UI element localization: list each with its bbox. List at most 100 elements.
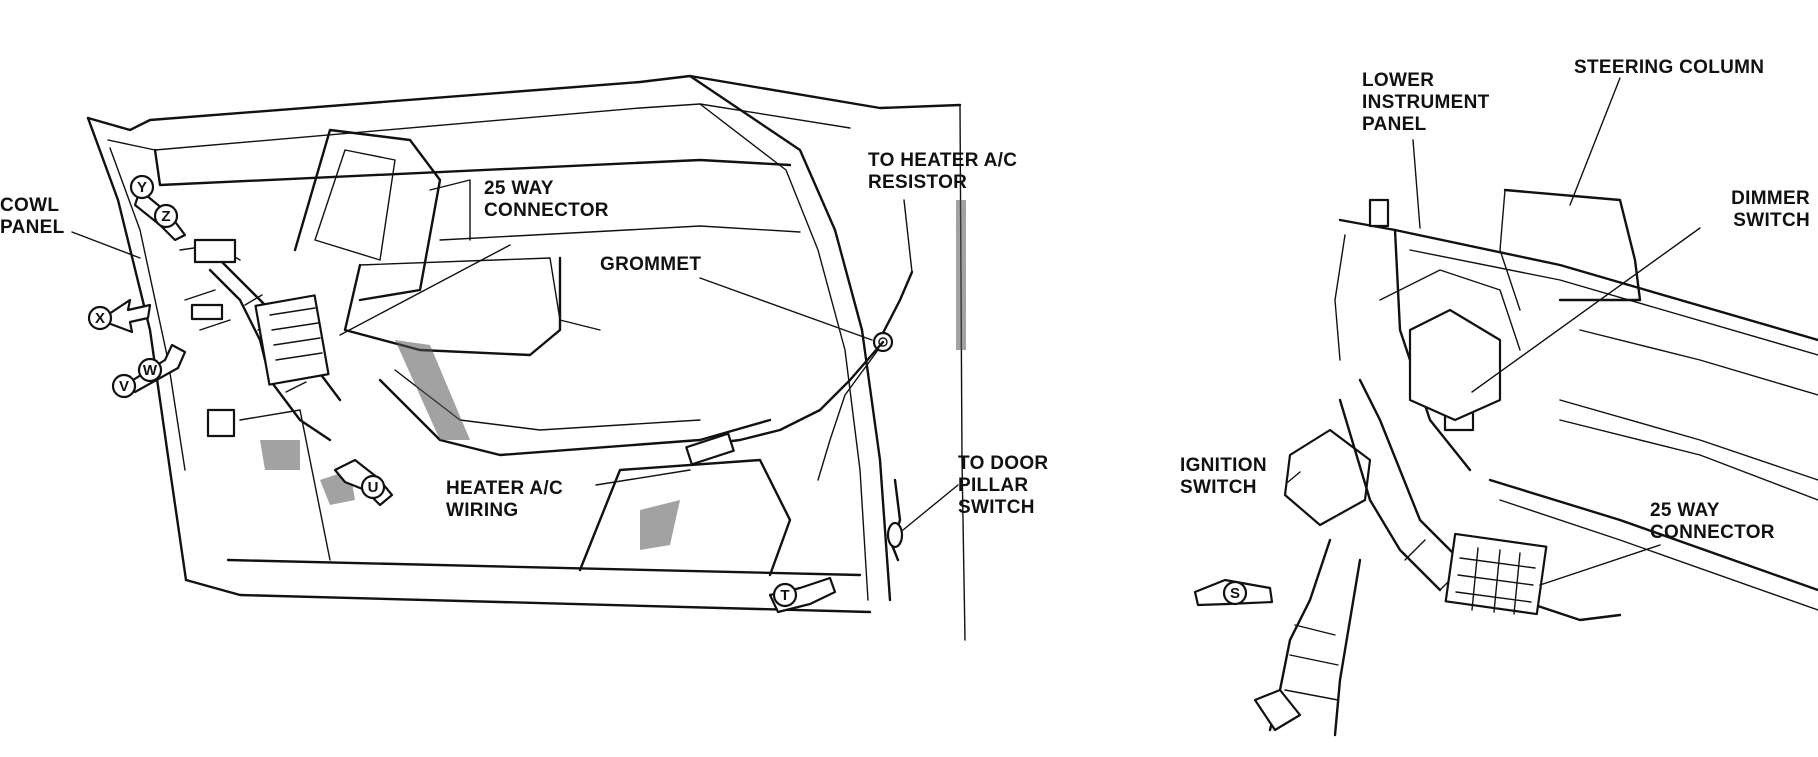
right-harness xyxy=(1358,378,1622,622)
label-lower-panel-line2: INSTRUMENT xyxy=(1362,92,1490,113)
floor-shading-3 xyxy=(260,440,300,470)
label-door-pillar-line1: TO DOOR xyxy=(958,453,1049,474)
label-dimmer-switch-line2: SWITCH xyxy=(1733,210,1810,231)
panel-rail-4 xyxy=(1559,399,1818,481)
windshield-inner xyxy=(107,103,851,151)
cowl-bracket-3 xyxy=(206,408,236,438)
panel-bottom-rail xyxy=(1488,478,1818,592)
connector-25way-left-pins xyxy=(269,307,323,361)
callout-x-circle xyxy=(87,305,113,331)
panel-rail-5 xyxy=(1579,329,1818,396)
glovebox-shading xyxy=(395,340,470,440)
label-cowl-panel-line1: COWL xyxy=(0,195,60,216)
arrow-x xyxy=(98,298,152,334)
panel-rail-3 xyxy=(1559,419,1818,501)
label-door-pillar-switch: TO DOOR PILLAR SWITCH xyxy=(958,453,1048,519)
label-steering-column: STEERING COLUMN xyxy=(1574,57,1764,79)
leader-lower-panel xyxy=(1412,139,1421,229)
door-pillar-switch-shape xyxy=(886,521,904,549)
heater-wiring-harness xyxy=(698,340,885,447)
label-heater-wiring: HEATER A/C WIRING xyxy=(446,478,563,522)
callout-y-circle xyxy=(129,174,155,200)
instrument-panel-top xyxy=(1338,218,1818,342)
instrument-panel-inner xyxy=(1409,249,1818,356)
callout-t: T xyxy=(780,587,789,604)
right-harness-2 xyxy=(1338,398,1442,592)
label-ignition-switch: IGNITION SWITCH xyxy=(1180,455,1267,499)
label-ignition-switch-line2: SWITCH xyxy=(1180,477,1257,498)
leader-25way-right xyxy=(1539,544,1661,586)
dash-lower xyxy=(378,378,772,457)
label-heater-wiring-line2: WIRING xyxy=(446,500,519,521)
connector-25way-left-shape xyxy=(254,294,330,386)
leader-cowl-panel xyxy=(71,231,141,259)
label-25way-left-line2: CONNECTOR xyxy=(484,200,609,221)
label-heater-wiring-line1: HEATER A/C xyxy=(446,478,563,499)
callout-w-circle xyxy=(137,357,163,383)
left-view: X Y Z V W U T xyxy=(71,74,966,641)
heater-connector xyxy=(685,432,735,466)
label-ignition-switch-line1: IGNITION xyxy=(1180,455,1267,476)
cowl-bracket xyxy=(193,238,237,264)
leader-grommet xyxy=(699,277,873,341)
right-harness-drop-2 xyxy=(1333,558,1362,737)
callout-v-circle xyxy=(111,373,137,399)
floor-shading-2 xyxy=(640,500,680,550)
panel-bottom-rail-2 xyxy=(1499,499,1818,611)
label-lower-panel-line3: PANEL xyxy=(1362,114,1427,135)
glovebox xyxy=(343,256,562,357)
harness-end xyxy=(1253,688,1302,732)
right-harness-wraps xyxy=(1284,539,1461,701)
cowl-bracket-2 xyxy=(190,303,224,321)
callout-u: U xyxy=(368,479,379,496)
door-pillar-right xyxy=(688,74,892,602)
label-25way-left-line1: 25 WAY xyxy=(484,178,554,199)
steering-column xyxy=(1503,188,1642,302)
callout-s-circle xyxy=(1222,580,1248,606)
windshield-frame xyxy=(86,74,962,132)
panel-tab xyxy=(1368,198,1390,228)
heater-wiring-harness-2 xyxy=(817,349,879,481)
callout-v: V xyxy=(119,378,129,395)
label-cowl-panel-line2: PANEL xyxy=(0,217,65,238)
floor-line xyxy=(226,558,862,577)
floor-kick xyxy=(239,409,331,561)
dash-top xyxy=(153,148,792,187)
leader-ignition-switch xyxy=(1287,471,1301,483)
door-pillar-right-inner xyxy=(699,103,869,601)
leader-door-pillar xyxy=(902,484,959,531)
callout-t-circle xyxy=(772,582,798,608)
label-heater-resistor-line2: RESISTOR xyxy=(868,172,968,193)
leader-steering-column xyxy=(1569,77,1621,206)
vent-stack xyxy=(293,128,442,302)
heater-resistor-wire xyxy=(881,270,914,335)
label-dimmer-switch: DIMMER SWITCH xyxy=(1690,188,1810,232)
console-edge xyxy=(429,179,471,241)
label-heater-resistor-line1: TO HEATER A/C xyxy=(868,150,1018,171)
label-25way-right-line2: CONNECTOR xyxy=(1650,522,1775,543)
door-seal-strip xyxy=(956,200,966,350)
tunnel xyxy=(578,458,792,577)
label-door-pillar-line2: PILLAR xyxy=(958,475,1029,496)
leader-heater-wiring xyxy=(595,469,691,486)
label-grommet-line1: GROMMET xyxy=(600,254,702,275)
floor-front xyxy=(184,578,872,614)
grommet-hole xyxy=(878,337,888,347)
label-25way-connector-right: 25 WAY CONNECTOR xyxy=(1650,500,1775,544)
callout-x: X xyxy=(95,310,105,327)
label-door-pillar-line3: SWITCH xyxy=(958,497,1035,518)
leader-25way-left xyxy=(339,244,511,336)
a-pillar-left-inner xyxy=(109,147,186,471)
a-pillar-left xyxy=(86,116,188,582)
label-steering-column-line1: STEERING COLUMN xyxy=(1574,57,1765,78)
label-cowl-panel: COWL PANEL xyxy=(0,195,64,239)
leader-heater-resistor xyxy=(903,199,913,273)
label-25way-right-line1: 25 WAY xyxy=(1650,500,1720,521)
ignition-switch-shape xyxy=(1283,428,1372,527)
callout-w: W xyxy=(143,362,158,379)
callout-y: Y xyxy=(137,179,147,196)
switch-block xyxy=(1408,308,1502,422)
steering-column-edge xyxy=(1499,189,1521,311)
